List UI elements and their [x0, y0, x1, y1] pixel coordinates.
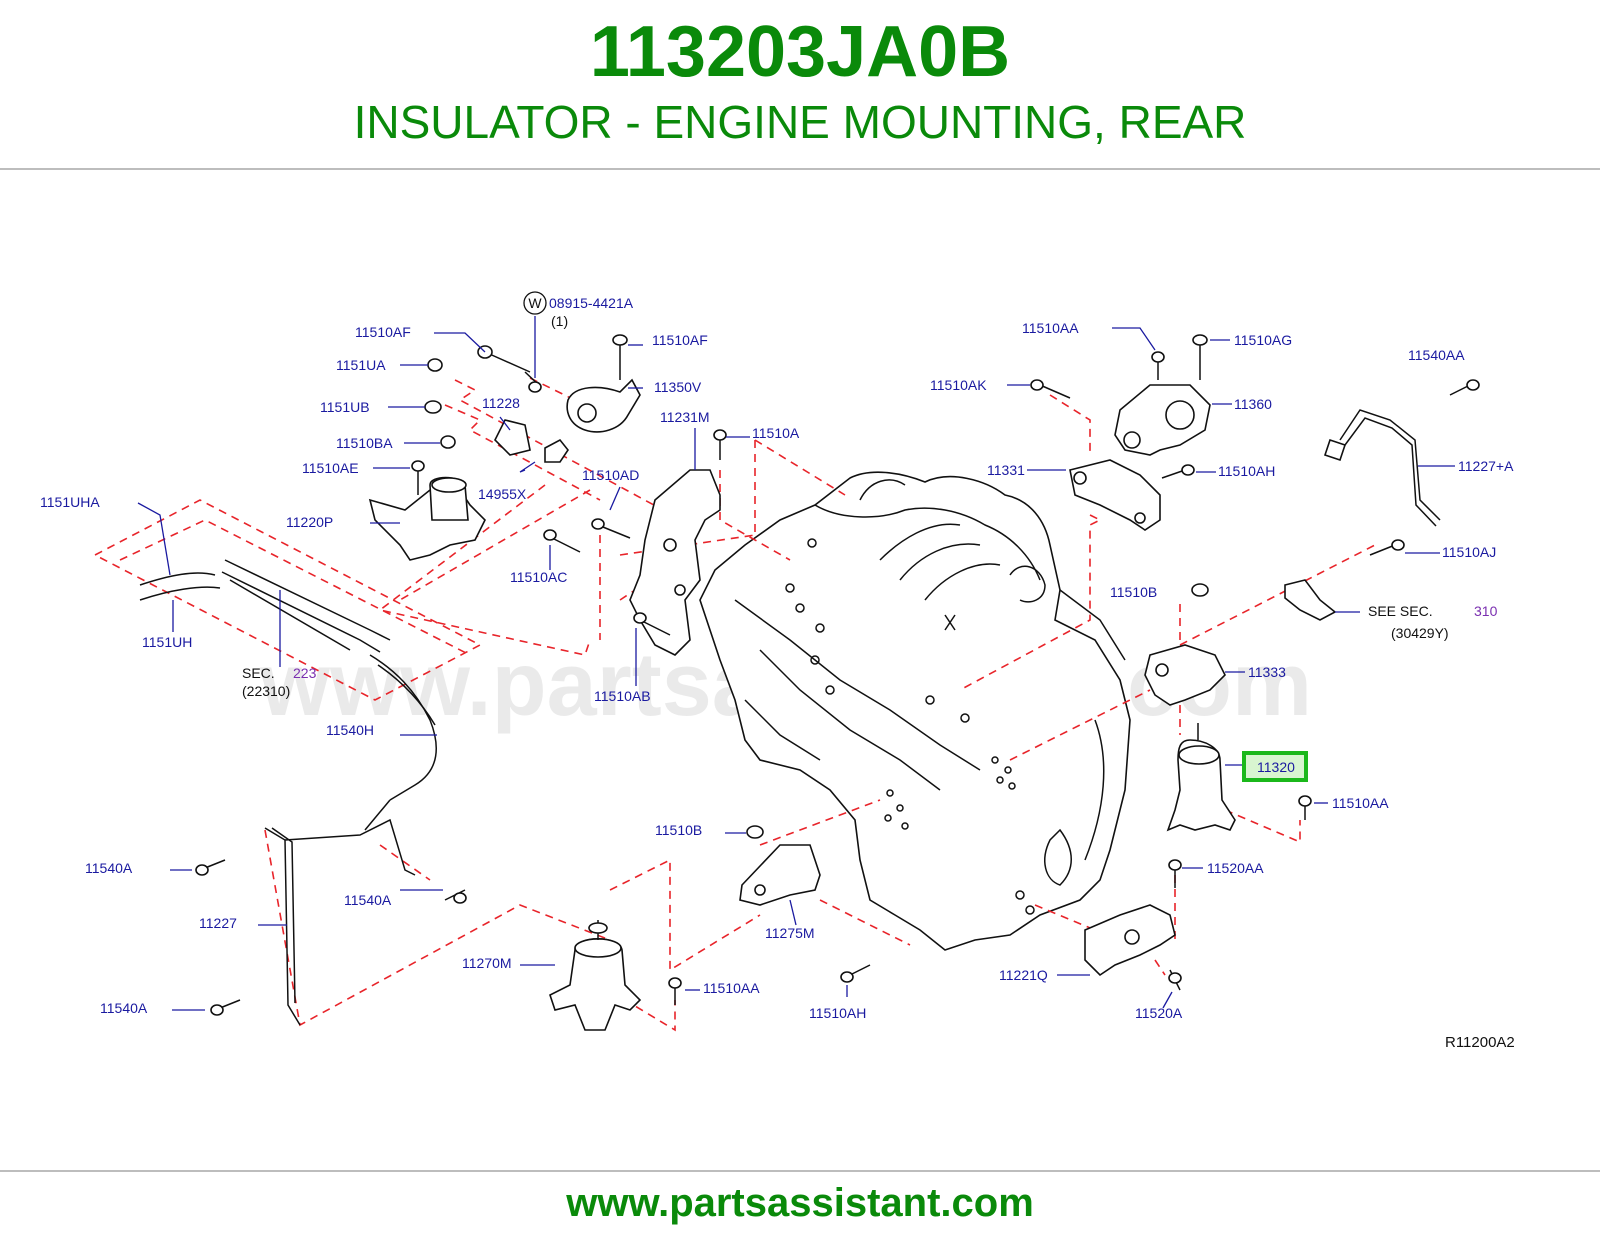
label-11510AJ[interactable]: 11510AJ: [1442, 544, 1496, 560]
label-11221Q[interactable]: 11221Q: [999, 967, 1048, 983]
label-sec-left-sub: (22310): [242, 683, 290, 699]
label-see-sec-sub: (30429Y): [1391, 625, 1449, 641]
label-14955X[interactable]: 14955X: [478, 486, 527, 502]
parts-diagram: www.partsassistant.com: [40, 291, 1515, 1051]
label-11540H[interactable]: 11540H: [326, 722, 374, 738]
bracket-11221Q-drawing: [1084, 904, 1176, 977]
leader-lines: [137, 316, 1455, 1011]
label-1151UHA[interactable]: 1151UHA: [40, 494, 100, 510]
label-see-sec: SEE SEC.: [1368, 603, 1433, 619]
sensor-11228-drawing: [494, 419, 569, 463]
label-sec-left-number[interactable]: 223: [293, 665, 317, 681]
label-11540A-bottom[interactable]: 11540A: [100, 1000, 148, 1016]
label-11320-highlighted[interactable]: 11320: [1257, 759, 1295, 775]
label-11510AA-bottom[interactable]: 11510AA: [703, 980, 760, 996]
bracket-11275M-drawing: [739, 844, 821, 906]
label-11350V[interactable]: 11350V: [654, 379, 702, 395]
label-11270M[interactable]: 11270M: [462, 955, 512, 971]
diagram-reference-code: R11200A2: [1445, 1034, 1515, 1051]
bracket-11220P-drawing: [368, 476, 486, 561]
label-11227A[interactable]: 11227+A: [1458, 458, 1514, 474]
engine-block-drawing: [699, 471, 1131, 951]
label-11231M[interactable]: 11231M: [660, 409, 710, 425]
mount-11350V-drawing: [524, 371, 641, 433]
label-1151UB[interactable]: 1151UB: [320, 399, 370, 415]
label-11510AB[interactable]: 11510AB: [594, 688, 651, 704]
label-11510AA-top[interactable]: 11510AA: [1022, 320, 1079, 336]
label-11540A-middle[interactable]: 11540A: [344, 892, 392, 908]
label-11520AA[interactable]: 11520AA: [1207, 860, 1264, 876]
label-11331[interactable]: 11331: [987, 462, 1025, 478]
washer-marker-letter: W: [528, 295, 542, 311]
label-1151UH[interactable]: 1151UH: [142, 634, 192, 650]
label-11520A[interactable]: 11520A: [1135, 1005, 1183, 1021]
hose-assembly-drawing: [139, 559, 437, 801]
mount-11360-drawing: [1114, 384, 1211, 456]
footer-website[interactable]: www.partsassistant.com: [566, 1181, 1034, 1225]
label-11510AF-right[interactable]: 11510AF: [652, 332, 708, 348]
label-11510B-right[interactable]: 11510B: [1110, 584, 1157, 600]
header-divider: [0, 168, 1600, 170]
insulator-11320-drawing: [1166, 723, 1236, 832]
label-11510A[interactable]: 11510A: [752, 425, 800, 441]
part-number-title: 113203JA0B: [589, 12, 1011, 92]
label-08915-4421A[interactable]: 08915-4421A: [549, 295, 634, 311]
highlighted-part-box[interactable]: 11320: [1242, 751, 1308, 782]
bracket-11331-drawing: [1069, 459, 1161, 531]
label-sec-left: SEC.: [242, 665, 275, 681]
label-11510AF-left[interactable]: 11510AF: [355, 324, 411, 340]
label-11510AH-bottom[interactable]: 11510AH: [809, 1005, 866, 1021]
label-11540A-top[interactable]: 11540A: [85, 860, 133, 876]
part-name-subtitle: INSULATOR - ENGINE MOUNTING, REAR: [353, 96, 1247, 148]
label-11510AE[interactable]: 11510AE: [302, 460, 359, 476]
mount-11270M-drawing: [549, 920, 642, 1031]
bracket-11333-drawing: [1144, 644, 1226, 706]
label-11275M[interactable]: 11275M: [765, 925, 815, 941]
label-11510AH-right[interactable]: 11510AH: [1218, 463, 1275, 479]
rod-11227-drawing: [264, 799, 416, 1026]
label-11360[interactable]: 11360: [1234, 396, 1272, 412]
label-see-sec-number[interactable]: 310: [1474, 603, 1498, 619]
label-11510AD[interactable]: 11510AD: [582, 467, 639, 483]
label-11510B-bottom[interactable]: 11510B: [655, 822, 702, 838]
bracket-30429Y-drawing: [1284, 579, 1337, 621]
label-11220P[interactable]: 11220P: [286, 514, 333, 530]
rod-11227A-drawing: [1323, 409, 1441, 527]
label-11228[interactable]: 11228: [482, 395, 520, 411]
bracket-11231M-drawing: [629, 469, 721, 656]
label-08915-qty: (1): [551, 313, 568, 329]
label-11510AG[interactable]: 11510AG: [1234, 332, 1292, 348]
label-1151UA[interactable]: 1151UA: [336, 357, 386, 373]
washer-marker: W: [523, 291, 547, 315]
label-11510AK[interactable]: 11510AK: [930, 377, 987, 393]
label-11510BA[interactable]: 11510BA: [336, 435, 393, 451]
bolt-drawings: [195, 334, 1480, 1016]
label-11227[interactable]: 11227: [199, 915, 237, 931]
label-11540AA[interactable]: 11540AA: [1408, 347, 1465, 363]
label-11510AC[interactable]: 11510AC: [510, 569, 567, 585]
label-11510AA-right[interactable]: 11510AA: [1332, 795, 1389, 811]
label-11333[interactable]: 11333: [1248, 664, 1286, 680]
page-header: 113203JA0B INSULATOR - ENGINE MOUNTING, …: [0, 0, 1600, 168]
footer-divider: [0, 1170, 1600, 1172]
